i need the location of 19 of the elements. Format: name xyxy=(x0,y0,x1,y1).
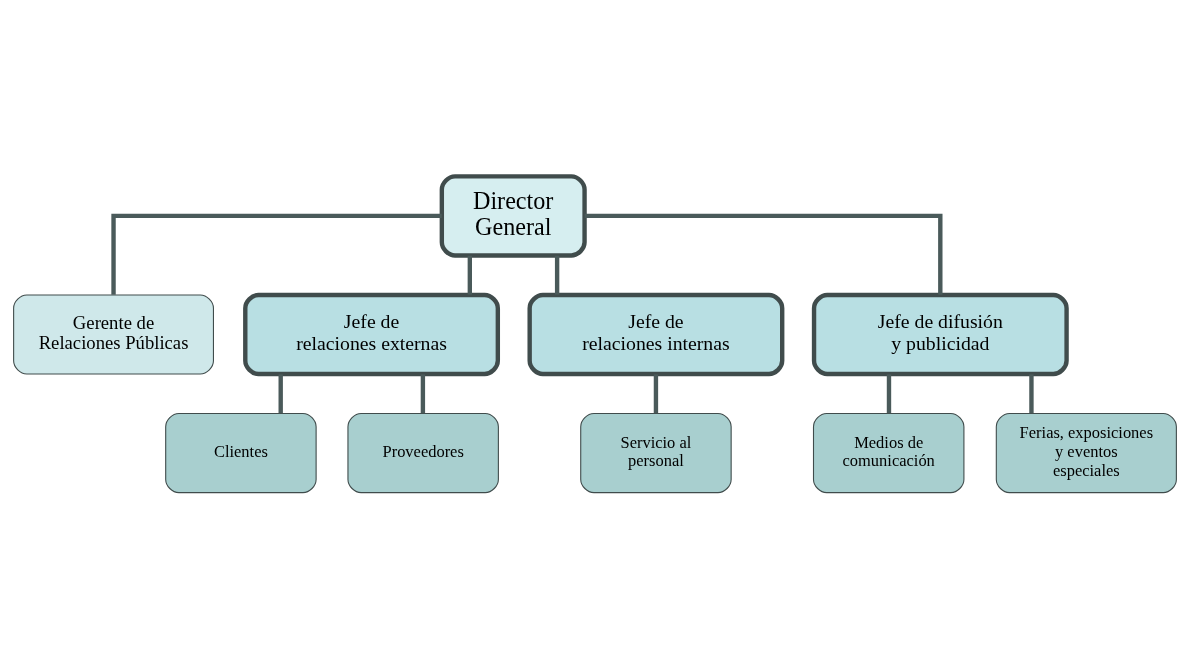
connector xyxy=(467,255,473,295)
connector xyxy=(111,213,442,295)
connector xyxy=(584,213,943,295)
node-box: Clientes xyxy=(165,413,317,494)
connector xyxy=(420,374,426,414)
node-box: Servicio al personal xyxy=(580,413,732,494)
connector xyxy=(886,374,892,414)
connector xyxy=(653,374,659,414)
connector xyxy=(278,374,283,414)
node-box: Jefe de difusión y publicidad xyxy=(811,292,1069,377)
node-box: Ferias, exposiciones y eventos especiales xyxy=(995,413,1177,494)
node-box: Proveedores xyxy=(347,413,499,494)
connector xyxy=(1029,374,1034,414)
connector xyxy=(554,255,560,295)
node-box: Medios de comunicación xyxy=(812,413,965,494)
node-box: Jefe de relaciones internas xyxy=(527,292,785,377)
node-box: Director General xyxy=(439,174,587,258)
node-box: Gerente de Relaciones Públicas xyxy=(13,294,214,375)
node-box: Jefe de relaciones externas xyxy=(243,292,501,377)
